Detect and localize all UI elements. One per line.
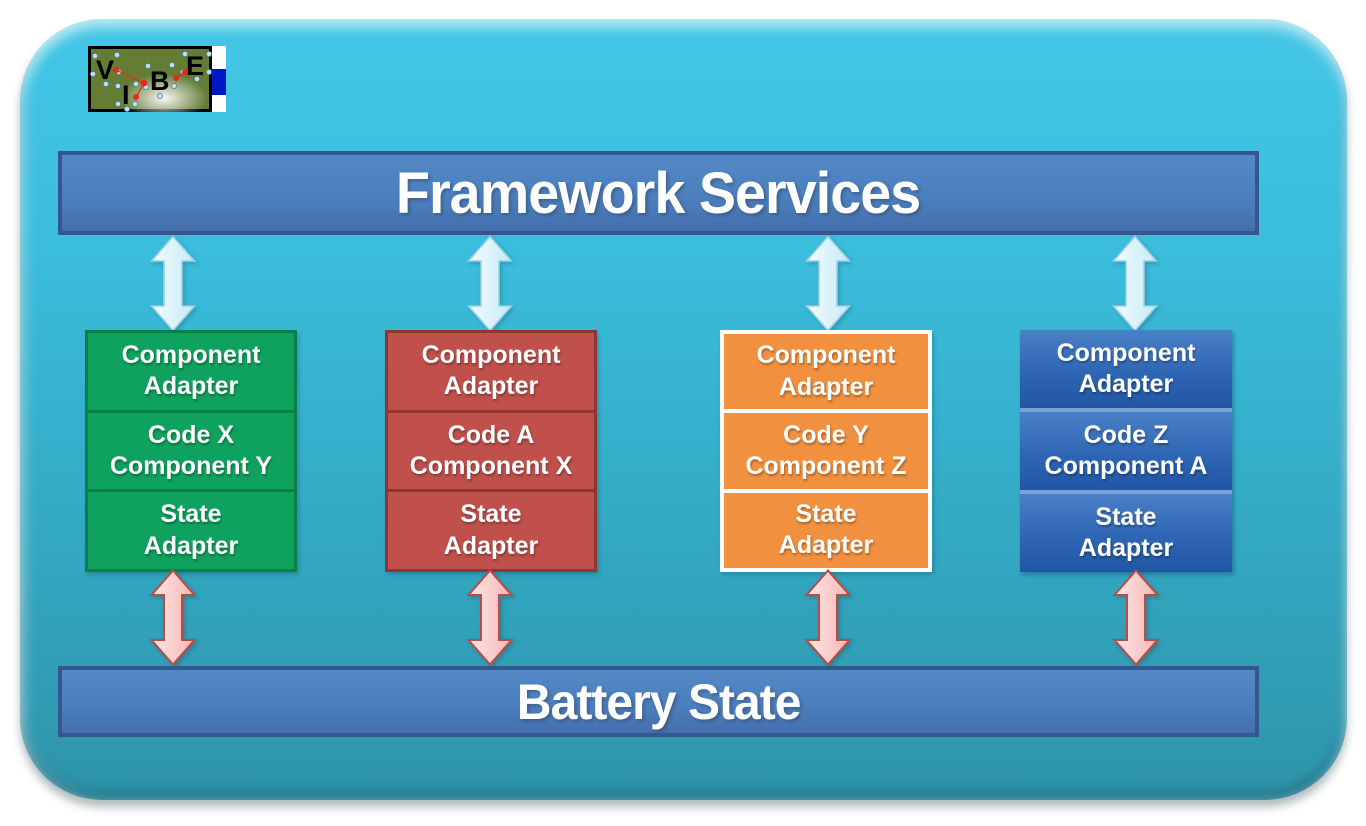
state-adapter-section: State Adapter	[88, 492, 294, 570]
framework-link-arrow-3	[804, 235, 852, 332]
logo-letter-i: I	[122, 80, 130, 110]
framework-link-arrow-4	[1111, 235, 1159, 332]
battery-link-arrow-4	[1112, 569, 1160, 666]
code-component-section: Code A Component X	[388, 412, 594, 490]
state-adapter-section: State Adapter	[1020, 494, 1232, 572]
component-adapter-section: Component Adapter	[724, 334, 928, 410]
logo-letter-e: E	[186, 51, 204, 81]
logo-blue-block	[212, 69, 226, 95]
framework-link-arrow-1	[149, 235, 197, 332]
component-stack-2: Component Adapter Code A Component X Sta…	[385, 330, 597, 572]
battery-link-arrow-1	[149, 569, 197, 666]
component-stack-1: Component Adapter Code X Component Y Sta…	[85, 330, 297, 572]
logo-side-strip	[212, 46, 226, 112]
state-adapter-section: State Adapter	[388, 492, 594, 570]
battery-state-bar: Battery State	[58, 666, 1259, 737]
framework-services-bar: Framework Services	[58, 151, 1259, 235]
component-stack-3: Component Adapter Code Y Component Z Sta…	[720, 330, 932, 572]
battery-state-label: Battery State	[516, 673, 802, 730]
logo-letter-v: V	[96, 55, 114, 85]
component-adapter-section: Component Adapter	[388, 333, 594, 410]
framework-link-arrow-2	[466, 235, 514, 332]
battery-link-arrow-3	[804, 569, 852, 666]
code-component-section: Code Y Component Z	[724, 413, 928, 489]
component-adapter-section: Component Adapter	[88, 333, 294, 410]
vibe-logo: V I B E	[88, 46, 226, 112]
code-component-section: Code Z Component A	[1020, 412, 1232, 490]
battery-link-arrow-2	[466, 569, 514, 666]
vibe-logo-graphic: V I B E	[88, 46, 212, 112]
logo-letter-b: B	[150, 66, 170, 96]
framework-services-label: Framework Services	[396, 160, 921, 226]
component-stack-4: Component Adapter Code Z Component A Sta…	[1020, 330, 1232, 572]
code-component-section: Code X Component Y	[88, 412, 294, 490]
component-adapter-section: Component Adapter	[1020, 330, 1232, 408]
state-adapter-section: State Adapter	[724, 492, 928, 568]
